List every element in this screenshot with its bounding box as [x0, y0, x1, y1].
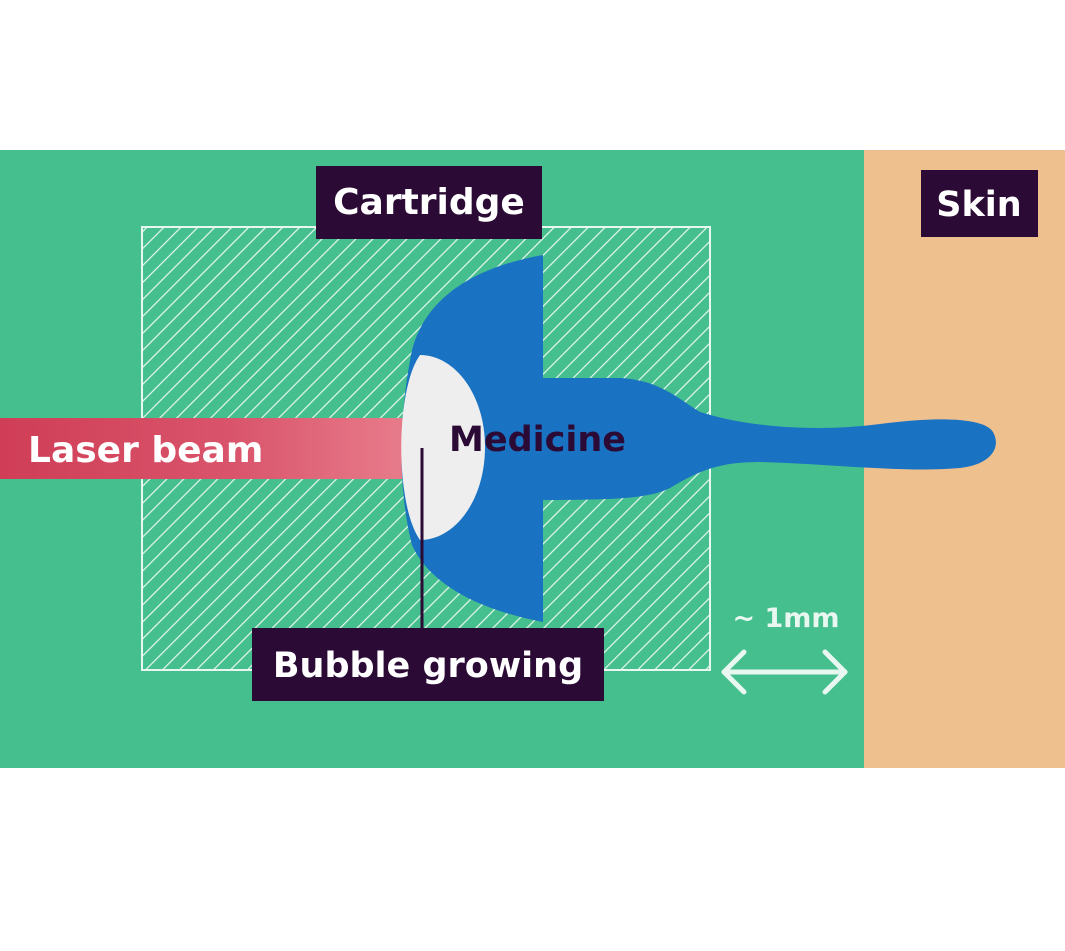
distance-label: ~ 1mm — [732, 603, 839, 634]
laser-beam — [0, 418, 420, 479]
distance-arrow — [721, 649, 848, 695]
bubble-growing-label: Bubble growing — [252, 628, 604, 701]
cartridge-label-text: Cartridge — [333, 182, 525, 223]
medicine-jet — [540, 378, 996, 500]
laser-beam-label: Laser beam — [28, 430, 263, 471]
skin-label: Skin — [921, 170, 1038, 237]
skin-label-text: Skin — [936, 185, 1021, 225]
bubble-growing-label-text: Bubble growing — [273, 646, 583, 686]
medicine-label: Medicine — [449, 420, 626, 460]
cartridge-label: Cartridge — [316, 166, 542, 239]
